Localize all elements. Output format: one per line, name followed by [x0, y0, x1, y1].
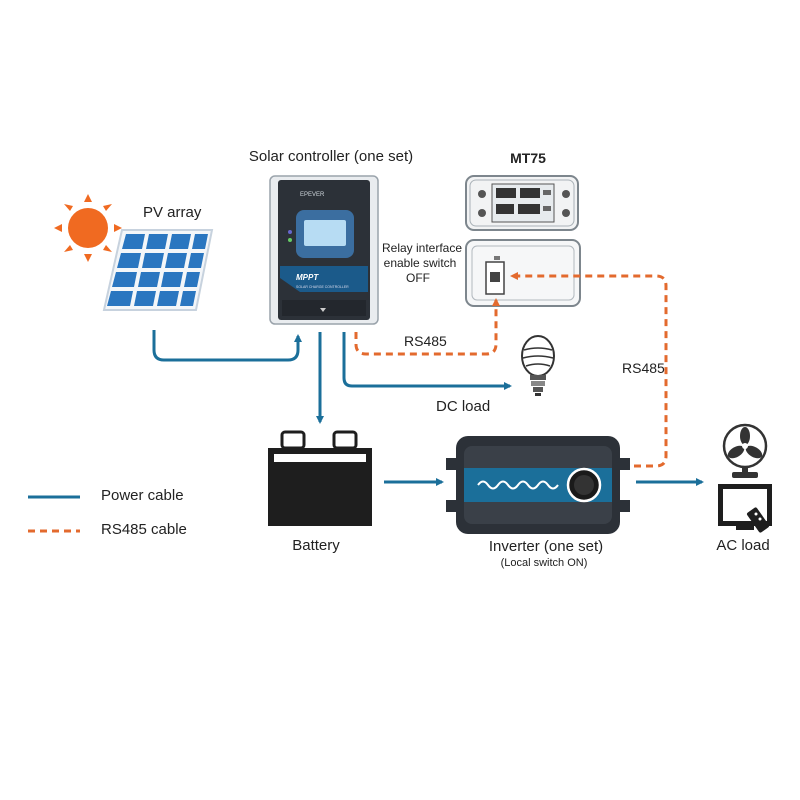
pv-array-label: PV array [143, 204, 202, 221]
power-cable-controller-to-dc-load [342, 332, 512, 390]
inverter-label: Inverter (one set) [488, 538, 604, 555]
mt75-meter-device [465, 175, 579, 231]
controller-brand-text: EPEVER [300, 192, 325, 198]
rs485-cable-inverter-to-meter [510, 272, 668, 468]
inverter-device [446, 436, 630, 534]
rs485-left-label: RS485 [404, 333, 447, 349]
dc-load-label: DC load [436, 398, 491, 415]
mt75-label: MT75 [510, 150, 546, 166]
sun-icon [54, 194, 122, 262]
fan-icon [722, 423, 768, 478]
relay-label-line2: enable switch [383, 256, 457, 270]
pv-panel-icon [102, 229, 214, 311]
remote-icon [746, 507, 770, 533]
controller-mppt-text: MPPT [296, 273, 319, 282]
battery-label: Battery [292, 537, 340, 554]
light-bulb-icon [521, 335, 555, 396]
relay-label-line3: OFF [406, 271, 430, 285]
rs485-right-label: RS485 [622, 360, 665, 376]
controller-mppt-sub-text: SOLAR CHARGE CONTROLLER [296, 285, 349, 289]
relay-label-line1: Relay interface [381, 241, 463, 255]
inverter-sublabel: (Local switch ON) [500, 557, 588, 569]
rs485-cable-controller-to-meter [354, 298, 500, 356]
power-cable-pv-to-controller [152, 330, 302, 362]
legend-rs485-label: RS485 cable [101, 521, 187, 538]
solar-controller-device: EPEVER MPPT SOLAR CHARGE CONTROLLER [269, 175, 379, 325]
relay-module-device [465, 239, 581, 307]
battery-icon [268, 430, 372, 526]
solar-controller-label: Solar controller (one set) [248, 148, 414, 165]
legend [28, 495, 80, 533]
legend-power-label: Power cable [101, 487, 184, 504]
ac-load-label: AC load [716, 537, 770, 554]
